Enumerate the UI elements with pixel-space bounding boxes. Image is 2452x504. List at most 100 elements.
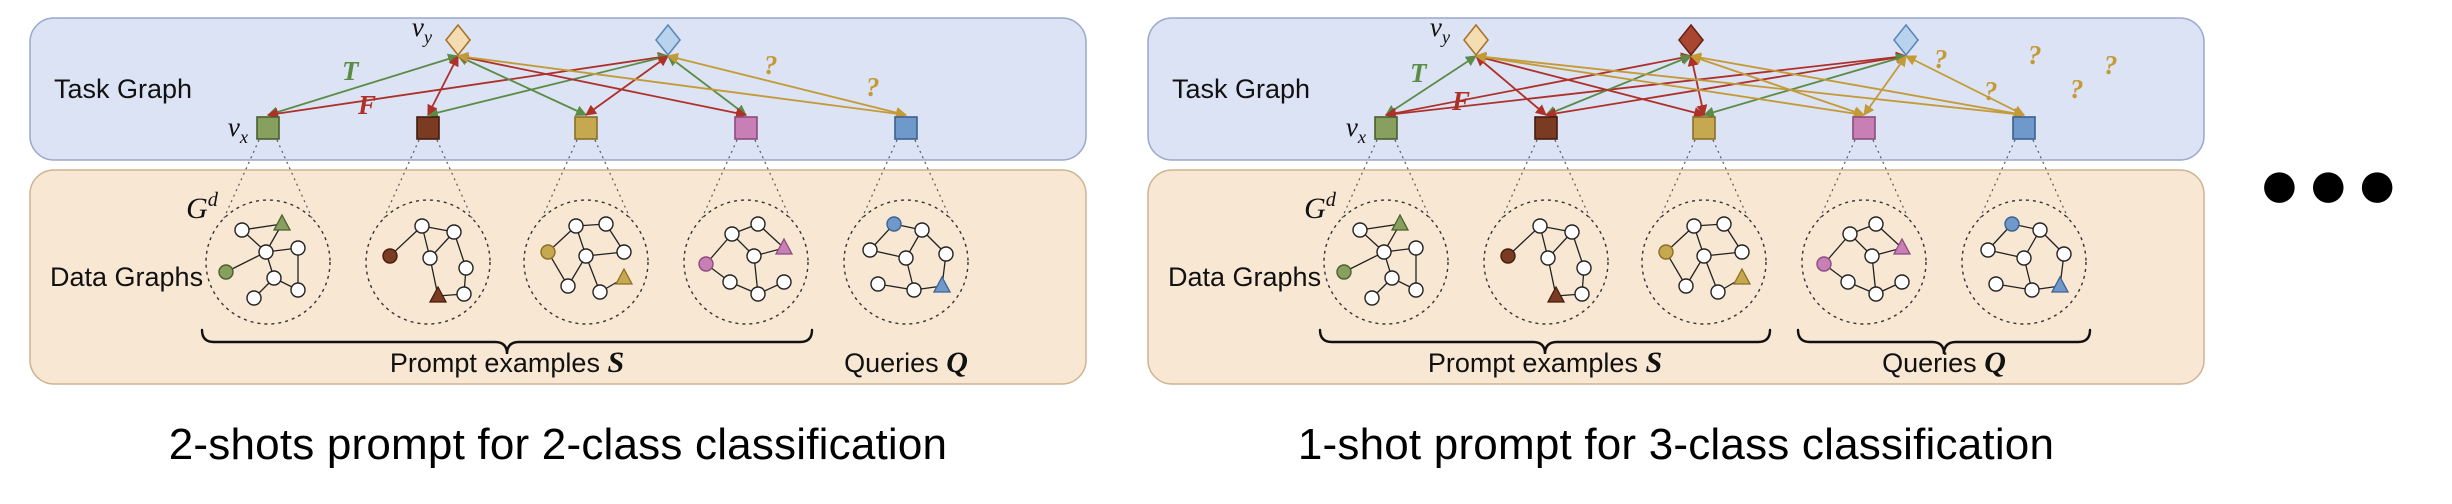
graph-node [1868,216,1884,232]
graph-symbol-label: Gd [1304,189,1337,225]
graph-node [1988,276,2004,292]
graph-node [446,224,462,240]
projection-line [1394,139,1431,219]
projection-line [1341,139,1378,219]
task-edge-Q [666,53,908,118]
graph-node-colored [1500,248,1516,264]
task-edge-F [427,55,459,116]
group-label-prompt: Prompt examples S [1428,346,1662,379]
graph-symbol-label: Gd [186,189,219,225]
graph-node [1574,286,1590,302]
graph-node-triangle [2050,275,2070,293]
graph-node [1408,282,1424,298]
graph-node [862,242,878,258]
graph-node-triangle [774,237,794,255]
projection-line [1979,139,2016,219]
graph-node [914,222,930,238]
projection-line [594,139,631,219]
graph-node-colored [218,264,234,280]
data-graphs-box [29,169,1087,385]
task-node-vy-0 [444,23,472,57]
projection-line [861,139,898,219]
graph-node [750,286,766,302]
task-node-vx-3 [734,116,758,140]
task-node-vx-1 [416,116,440,140]
group-label-queries: Queries Q [1882,346,2006,379]
graph-node [1678,278,1694,294]
task-node-vx-0 [256,116,280,140]
projection-line [1501,139,1538,219]
projection-line [914,139,951,219]
graph-node [422,250,438,266]
graph-node-triangle [1732,267,1752,285]
graph-node [578,248,594,264]
graph-node-triangle [614,267,634,285]
data-graphs-label: Data Graphs [50,262,203,292]
graph-node [246,290,262,306]
task-graph-label: Task Graph [1172,74,1310,104]
data-graph-circle-4 [1961,199,2087,325]
vx-label: vx [1346,112,1367,147]
graph-node [258,244,274,260]
data-graph-circle-0 [205,199,331,325]
projection-line [754,139,791,219]
projection-line [1712,139,1749,219]
graph-node [598,216,614,232]
graph-node-colored [2004,216,2020,232]
projection-line [436,139,473,219]
graph-node [1716,216,1732,232]
data-graphs-box [1147,169,2205,385]
graph-node [1734,244,1750,260]
vy-label: vy [412,12,433,47]
graph-node [234,222,250,238]
edge-label-Q: ? [2070,74,2084,104]
graph-node-colored [1658,244,1674,260]
edge-label-Q: ? [1984,76,1998,106]
vx-label: vx [228,112,249,147]
graph-node [1532,218,1548,234]
graph-node [898,250,914,266]
graph-node-colored [540,244,556,260]
graph-node [1842,226,1858,242]
edge-label-Q: ? [2028,40,2042,70]
projection-line [541,139,578,219]
graph-node [1840,274,1856,290]
graph-node [776,274,792,290]
graph-node [2024,282,2040,298]
vy-label: vy [1430,12,1451,47]
task-edge-Q [1905,55,2025,116]
data-graph-circle-3 [1801,199,1927,325]
edge-label-Q: ? [866,72,880,102]
data-graph-circle-1 [1483,199,1609,325]
graph-node [1576,260,1592,276]
task-graph-label: Task Graph [54,74,192,104]
graph-node [938,246,954,262]
graph-node-colored [382,248,398,264]
panel-caption: 1-shot prompt for 3-class classification [1297,420,2055,469]
data-graph-circle-2 [523,199,649,325]
projection-line [383,139,420,219]
graph-node [1352,222,1368,238]
graph-node [568,218,584,234]
edge-label-Q: ? [764,50,778,80]
edge-label-Q: ? [1934,44,1948,74]
group-label-queries: Queries Q [844,346,968,379]
graph-node [2056,246,2072,262]
graph-node-colored [1336,264,1352,280]
graph-node [1408,240,1424,256]
projection-line [1554,139,1591,219]
task-node-vx-4 [2012,116,2036,140]
projection-line [1659,139,1696,219]
edge-label-T: T [1410,58,1428,88]
projection-line [701,139,738,219]
data-graphs-label: Data Graphs [1168,262,1321,292]
projection-line [276,139,313,219]
graph-node [1384,270,1400,286]
graph-node-triangle [272,213,292,231]
task-node-vy-1 [1677,23,1705,57]
task-node-vx-4 [894,116,918,140]
edge-label-F: F [357,90,376,120]
